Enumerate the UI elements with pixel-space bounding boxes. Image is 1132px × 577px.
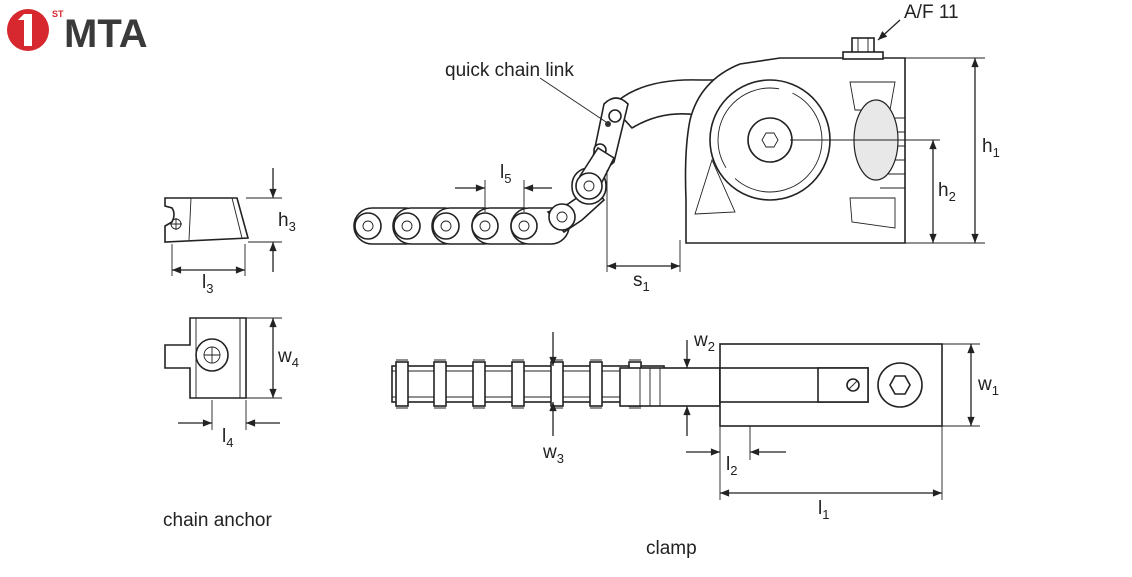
clamp-caption: clamp xyxy=(646,538,697,559)
dim-l1: l1 xyxy=(818,498,829,522)
dim-l2: l2 xyxy=(726,454,737,478)
logo-superscript: ST xyxy=(52,9,64,19)
dim-l5: l5 xyxy=(500,162,511,186)
chain-anchor-top-view xyxy=(164,317,282,430)
logo-wordmark: MTA xyxy=(64,12,148,52)
chain-anchor-side-view xyxy=(164,168,282,276)
af-label: A/F 11 xyxy=(904,2,959,23)
clamp-top-view xyxy=(391,332,980,500)
dim-h1: h1 xyxy=(982,136,1000,160)
dim-w2: w2 xyxy=(693,330,715,354)
dim-s1: s1 xyxy=(633,270,650,294)
chain-anchor-caption: chain anchor xyxy=(163,510,272,531)
clamp-side-view xyxy=(353,19,985,272)
chain-strip xyxy=(391,359,665,409)
mta-logo: ST MTA xyxy=(7,9,148,52)
chain-links xyxy=(353,146,616,245)
dim-h3: h3 xyxy=(278,210,296,234)
dim-w4: w4 xyxy=(277,346,299,370)
quick-chain-link-label: quick chain link xyxy=(445,60,574,81)
dim-w1: w1 xyxy=(977,374,999,398)
dim-h2: h2 xyxy=(938,180,956,204)
dim-l3: l3 xyxy=(202,272,213,296)
dim-l4: l4 xyxy=(222,426,233,450)
dim-w3: w3 xyxy=(542,442,564,466)
